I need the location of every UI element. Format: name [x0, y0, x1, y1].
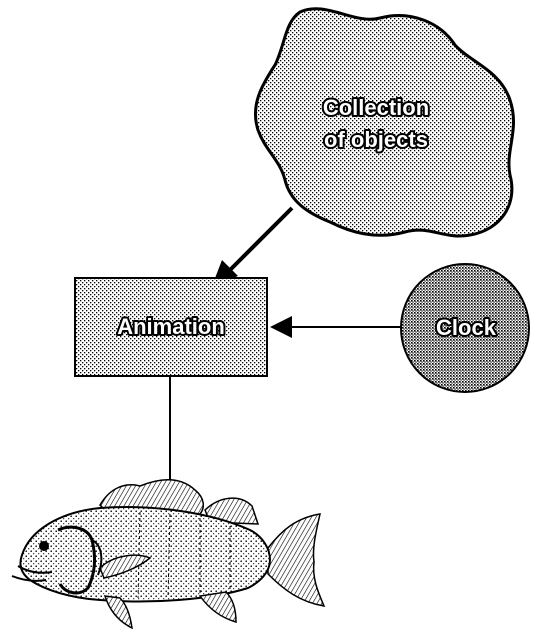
- clock-circle: Clock: [401, 264, 529, 392]
- fish-anal-fin: [200, 592, 236, 622]
- animation-box: Animation: [75, 278, 267, 376]
- cloud-to-animation-arrow: [222, 208, 292, 278]
- collection-cloud: Collection of objects: [255, 9, 513, 236]
- cloud-label-line2: of objects: [324, 127, 428, 152]
- clock-arrow-head: [270, 316, 292, 338]
- cloud-shape: [255, 9, 513, 236]
- fish-eye: [39, 541, 49, 551]
- cloud-label-line1: Collection: [323, 95, 429, 120]
- fish-icon: [12, 480, 324, 628]
- fish-tail: [268, 514, 324, 606]
- animation-box-label: Animation: [117, 314, 225, 339]
- clock-label: Clock: [436, 315, 497, 340]
